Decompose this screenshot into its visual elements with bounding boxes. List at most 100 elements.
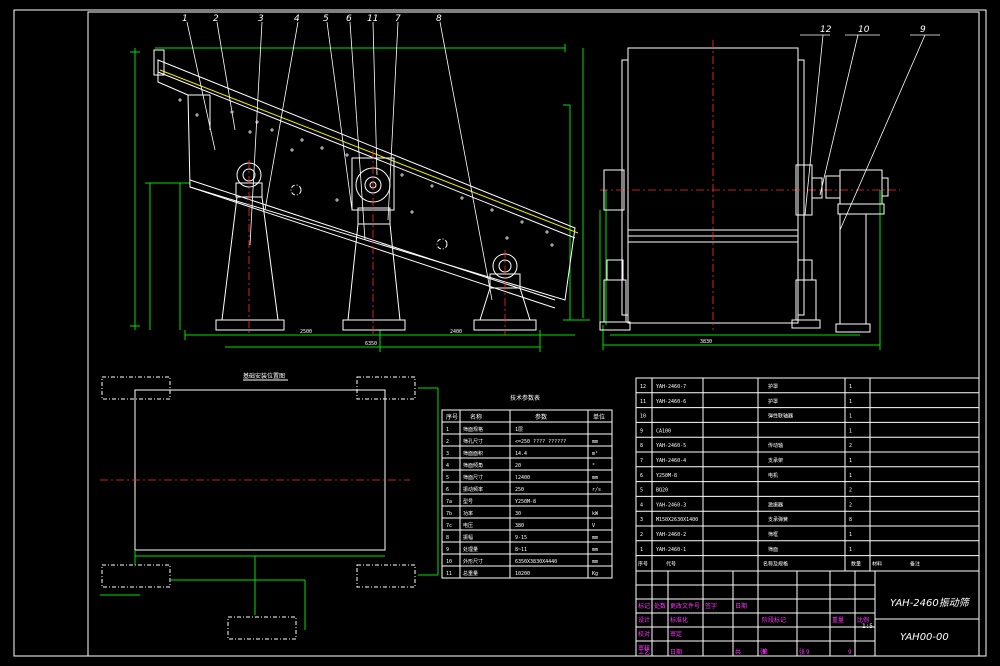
bom-header: 数量 — [851, 561, 861, 568]
side-label: 10 — [858, 25, 870, 35]
side-view: 2500 2400 6350 — [130, 14, 590, 352]
spec-no: 7c — [446, 523, 452, 529]
spec-no: 8 — [446, 535, 449, 541]
part-leaders — [186, 21, 493, 301]
title-block-cell: 审核 — [638, 644, 650, 652]
bom-no: 12 — [640, 384, 646, 390]
spec-unit: mm — [592, 547, 598, 553]
spec-header: 名称 — [470, 413, 482, 421]
bolt-pattern — [178, 98, 554, 250]
bom-no: 11 — [640, 399, 646, 405]
bom-qty: 1 — [849, 384, 852, 390]
bom-qty: 1 — [849, 532, 852, 538]
bom-no: 4 — [640, 502, 643, 508]
support-legs — [215, 150, 537, 335]
foundation-title: 基础安装位置图 — [243, 372, 285, 380]
part-label: 2 — [213, 14, 219, 24]
svg-text:2400: 2400 — [450, 329, 462, 335]
spec-no: 3 — [446, 451, 449, 457]
specs-title: 技术参数表 — [510, 394, 540, 402]
spec-name: 型号 — [463, 498, 473, 505]
spec-no: 9 — [446, 547, 449, 553]
title-block-cell: 张 — [799, 648, 805, 656]
part-label: 6 — [346, 14, 352, 24]
spec-name: 处理量 — [463, 546, 478, 553]
spec-value: Y250M-8 — [515, 499, 536, 505]
spec-name: 筛面面积 — [463, 450, 483, 457]
title-block-cell: 审定 — [670, 630, 682, 638]
foundation-plan: 基础安装位置图 — [100, 372, 439, 640]
bom-header: 备注 — [910, 561, 920, 568]
spec-unit: m² — [592, 451, 598, 457]
bom-qty: 8 — [849, 517, 852, 523]
spec-value: <=250 ???? ?????? — [515, 439, 566, 445]
end-view: 3830 12 10 9 — [599, 25, 940, 350]
bom-header: 材料 — [872, 561, 882, 568]
title-block-cell: 工艺 — [638, 648, 650, 656]
title-block-cell: 张 — [760, 648, 766, 656]
bom-name: 筛面 — [768, 546, 778, 553]
spec-no: 11 — [446, 571, 452, 577]
spec-header: 序号 — [446, 413, 458, 421]
spec-value: 8~11 — [515, 547, 527, 553]
bom-name: 激振器 — [768, 501, 783, 508]
spec-value: 30 — [515, 511, 521, 517]
bom-code: CA100 — [656, 428, 671, 434]
spec-name: 总重量 — [463, 570, 478, 577]
title-block-cell: 阶段标记 — [762, 616, 786, 624]
bom-no: 5 — [640, 488, 643, 494]
spec-value: l2400 — [515, 475, 530, 481]
spec-no: 10 — [446, 559, 452, 565]
title-block-cell: 校对 — [638, 630, 650, 638]
bom-code: BQ20 — [656, 488, 668, 494]
spec-name: 筛面规格 — [463, 426, 483, 433]
spec-no: 7b — [446, 511, 452, 517]
bom-qty: 1 — [849, 458, 852, 464]
side-view-dimensions: 2500 2400 6350 — [130, 44, 590, 352]
bom-name: 传动轴 — [768, 442, 783, 449]
spec-unit: mm — [592, 475, 598, 481]
bom-header: 代号 — [666, 561, 676, 568]
spec-name: 振幅 — [463, 534, 473, 541]
outer-border — [13, 9, 987, 657]
spec-value: 20 — [515, 463, 521, 469]
bom-no: 8 — [640, 443, 643, 449]
bom-name: 筛框 — [768, 531, 778, 538]
title-block-cell: 更改文件号 — [670, 602, 700, 610]
title-block-cell: 日期 — [735, 602, 747, 610]
spec-unit: ° — [592, 463, 595, 469]
bom-qty: 2 — [849, 502, 852, 508]
bom-code: YAH-2460-6 — [656, 399, 686, 405]
title-block-cell: 签字 — [705, 602, 717, 610]
spec-unit: mm — [592, 439, 598, 445]
spec-no: 1 — [446, 427, 449, 433]
part-label: 11 — [367, 14, 378, 24]
bom-qty: 1 — [849, 547, 852, 553]
bom-qty: 1 — [849, 473, 852, 479]
bom-no: 1 — [640, 547, 643, 553]
bom-code: YAH-2460-1 — [656, 547, 686, 553]
svg-text:6350: 6350 — [365, 341, 377, 347]
bom-qty: 2 — [849, 488, 852, 494]
title-block-cell: 标记 — [638, 602, 650, 610]
spec-name: 电压 — [463, 522, 473, 529]
spec-value: 250 — [515, 487, 524, 493]
bom-name: 支承弹簧 — [768, 516, 788, 523]
spec-unit: V — [592, 523, 595, 529]
spec-no: 7a — [446, 499, 452, 505]
title-block-cell: 重量 — [832, 616, 844, 624]
title-block-cell: 设计 — [638, 616, 650, 624]
part-label: 5 — [323, 14, 329, 24]
bom-header: 名称及规格 — [763, 561, 788, 568]
bom-header: 序号 — [638, 561, 648, 568]
bom-qty: 1 — [849, 399, 852, 405]
title-block-cell: 标准化 — [670, 616, 688, 624]
bom-code: YAH-2460-5 — [656, 443, 686, 449]
bom-no: 9 — [640, 428, 643, 434]
bom-no: 2 — [640, 532, 643, 538]
spec-no: 4 — [446, 463, 449, 469]
title-block-cell: 第 — [762, 648, 768, 656]
bom-qty: 1 — [849, 428, 852, 434]
spec-no: 2 — [446, 439, 449, 445]
